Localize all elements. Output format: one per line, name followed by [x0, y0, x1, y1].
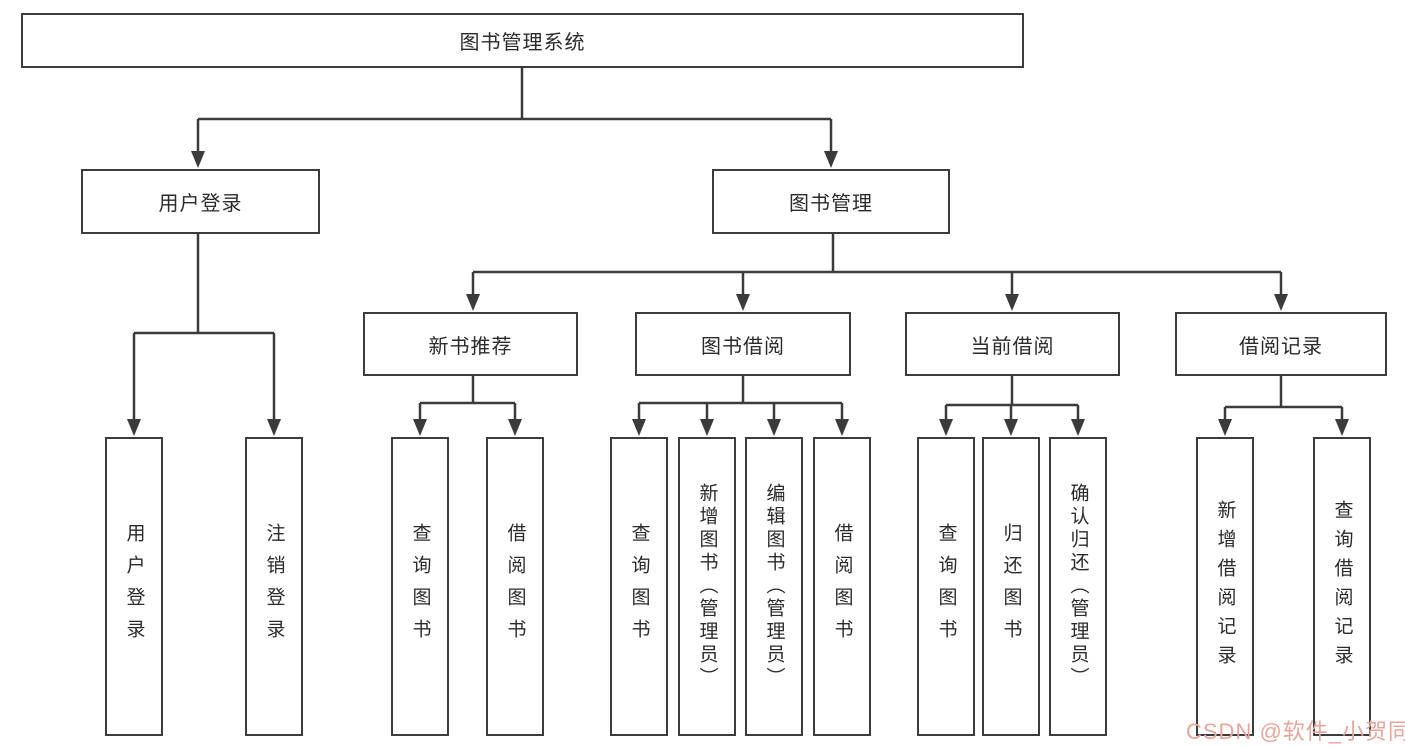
branch-node-book-management: 图书管理 — [712, 169, 950, 234]
leaf-label: 归还图书 — [1000, 522, 1022, 651]
leaf-node-logout: 注销登录 — [245, 437, 303, 736]
arrow-icon — [1004, 419, 1018, 436]
arrow-icon — [508, 419, 522, 436]
leaf-node-user-login: 用户登录 — [105, 437, 163, 736]
leaf-node-borrow-books-recommend: 借阅图书 — [486, 437, 544, 736]
arrowheads — [127, 151, 1349, 436]
leaf-node-borrow-books: 借阅图书 — [813, 437, 871, 736]
group-node-new-book-recommend: 新书推荐 — [363, 312, 578, 376]
arrow-icon — [767, 419, 781, 436]
group-node-borrow-records: 借阅记录 — [1175, 312, 1387, 376]
leaf-label: 用户登录 — [123, 522, 145, 651]
root-node-library-system: 图书管理系统 — [21, 13, 1024, 68]
leaf-label: 注销登录 — [263, 522, 285, 651]
leaf-label: 查询图书 — [935, 522, 957, 651]
arrow-icon — [191, 151, 205, 168]
arrow-icon — [1071, 419, 1085, 436]
arrow-icon — [466, 294, 480, 311]
leaf-node-query-books-current: 查询图书 — [917, 437, 975, 736]
leaf-node-add-books-admin: 新增图书（管理员） — [678, 437, 736, 736]
arrow-icon — [413, 419, 427, 436]
leaf-label: 查询借阅记录 — [1331, 499, 1353, 674]
leaf-label: 确认归还（管理员） — [1067, 483, 1089, 690]
arrow-icon — [1335, 419, 1349, 436]
arrow-icon — [127, 419, 141, 436]
arrow-icon — [824, 151, 838, 168]
leaf-label: 借阅图书 — [504, 522, 526, 651]
arrow-icon — [1005, 294, 1019, 311]
arrow-icon — [267, 419, 281, 436]
leaf-node-query-borrow-record: 查询借阅记录 — [1313, 437, 1371, 736]
leaf-label: 查询图书 — [409, 522, 431, 651]
leaf-label: 编辑图书（管理员） — [763, 483, 785, 690]
arrow-icon — [939, 419, 953, 436]
arrow-icon — [835, 419, 849, 436]
connector-lines — [132, 68, 1344, 421]
leaf-node-confirm-return-admin: 确认归还（管理员） — [1049, 437, 1107, 736]
arrow-icon — [700, 419, 714, 436]
watermark: CSDN @软件_小贺同学 — [1186, 719, 1405, 744]
leaf-node-query-books-borrow: 查询图书 — [610, 437, 668, 736]
leaf-node-edit-books-admin: 编辑图书（管理员） — [745, 437, 803, 736]
leaf-label: 查询图书 — [628, 522, 650, 651]
arrow-icon — [736, 294, 750, 311]
branch-node-user-login: 用户登录 — [81, 169, 320, 234]
group-node-current-borrow: 当前借阅 — [905, 312, 1120, 376]
leaf-node-query-books-recommend: 查询图书 — [391, 437, 449, 736]
arrow-icon — [632, 419, 646, 436]
leaf-node-return-books: 归还图书 — [982, 437, 1040, 736]
leaf-node-add-borrow-record: 新增借阅记录 — [1196, 437, 1254, 736]
arrow-icon — [1274, 294, 1288, 311]
leaf-label: 新增借阅记录 — [1214, 499, 1236, 674]
leaf-label: 借阅图书 — [831, 522, 853, 651]
arrow-icon — [1218, 419, 1232, 436]
group-node-book-borrow: 图书借阅 — [635, 312, 851, 376]
leaf-label: 新增图书（管理员） — [696, 483, 718, 690]
